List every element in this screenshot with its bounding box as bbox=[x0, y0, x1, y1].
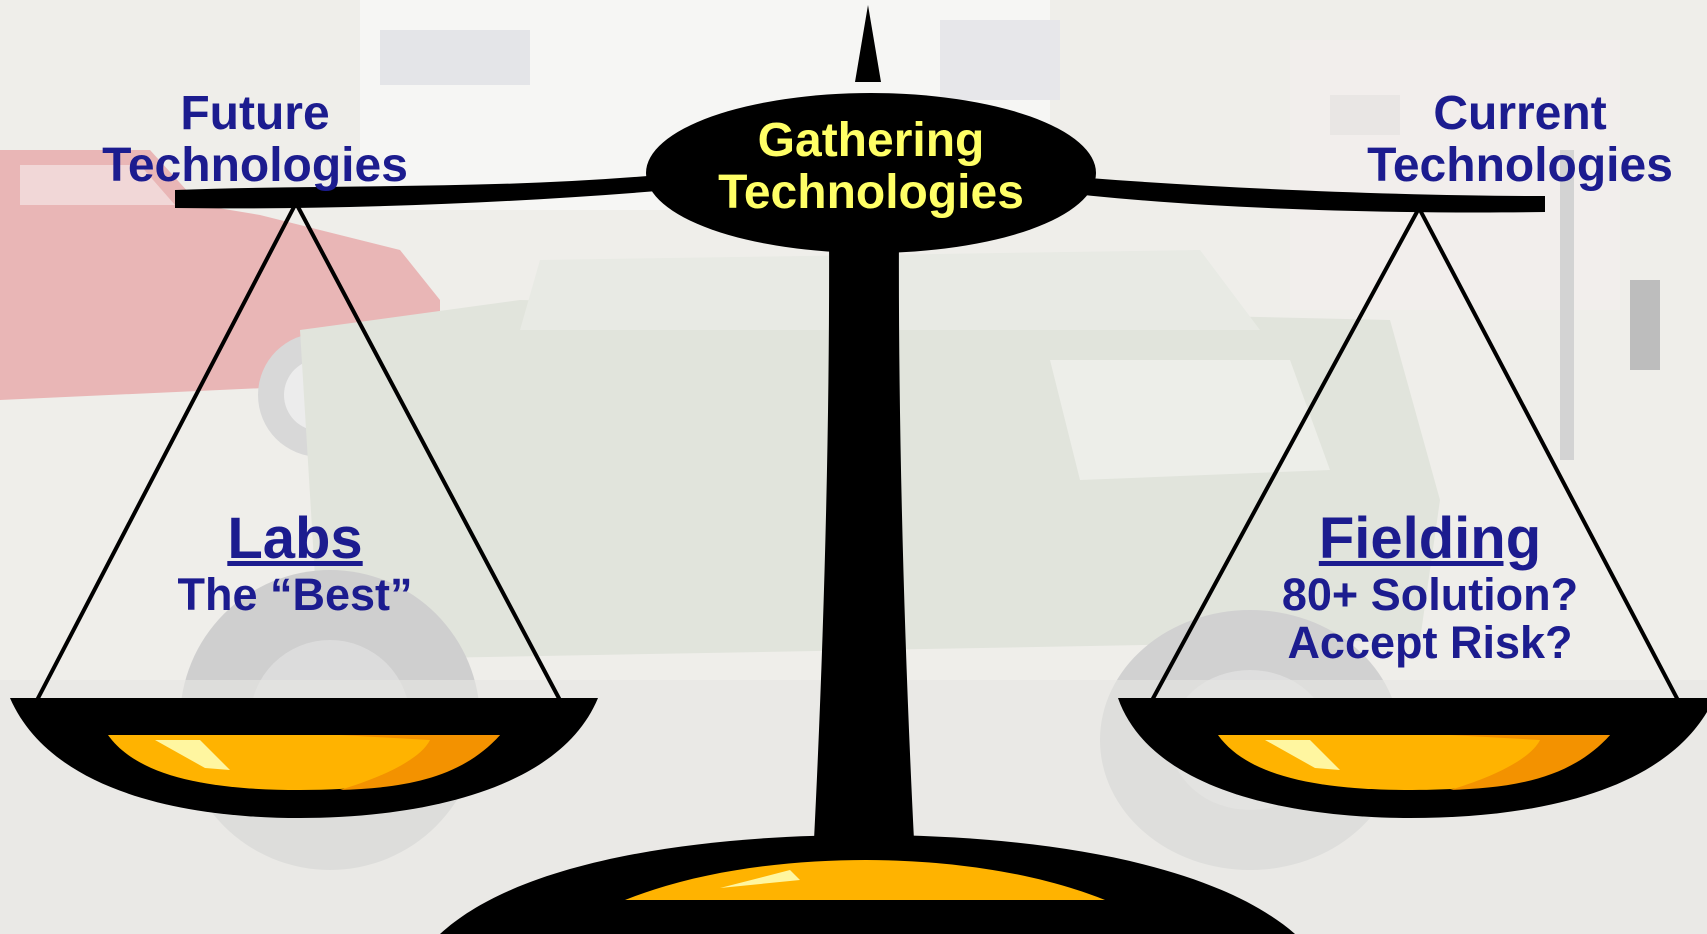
gathering-technologies-line2: Technologies bbox=[718, 165, 1024, 219]
labs-heading: Labs bbox=[227, 506, 363, 571]
future-technologies-label: Future Technologies bbox=[60, 88, 450, 192]
labs-subtext: The “Best” bbox=[177, 568, 413, 620]
current-technologies-line1: Current bbox=[1433, 87, 1607, 140]
fielding-line2: Accept Risk? bbox=[1287, 617, 1573, 669]
left-pan bbox=[10, 698, 598, 818]
fielding-heading: Fielding bbox=[1318, 506, 1542, 571]
top-finial bbox=[855, 5, 881, 82]
left-beam-arm bbox=[175, 174, 670, 209]
right-pan bbox=[1118, 698, 1707, 818]
center-column bbox=[814, 225, 914, 840]
gathering-technologies-label: Gathering Technologies bbox=[691, 115, 1051, 219]
labs-text-block: Labs The “Best” bbox=[125, 506, 465, 620]
fielding-line1: 80+ Solution? bbox=[1281, 568, 1579, 620]
current-technologies-label: Current Technologies bbox=[1325, 88, 1707, 192]
future-technologies-line2: Technologies bbox=[102, 138, 408, 192]
future-technologies-line1: Future bbox=[180, 87, 330, 140]
current-technologies-line2: Technologies bbox=[1367, 138, 1673, 192]
fielding-text-block: Fielding 80+ Solution? Accept Risk? bbox=[1235, 506, 1625, 669]
right-beam-arm bbox=[1040, 174, 1545, 213]
base-gold-inset bbox=[625, 860, 1105, 900]
gathering-technologies-line1: Gathering bbox=[757, 114, 985, 167]
central-pivot-oval bbox=[646, 93, 1096, 253]
